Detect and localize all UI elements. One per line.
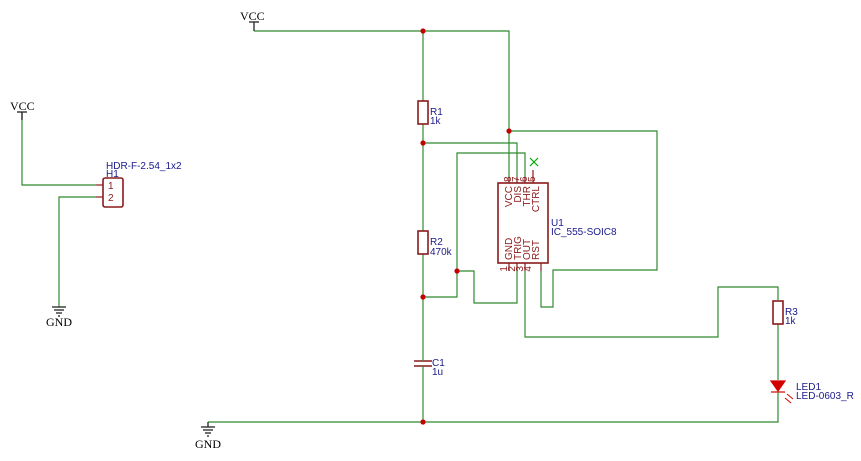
wire-header-gnd	[58, 196, 96, 307]
wire-vcc-top	[254, 30, 510, 177]
u1-pin3-name: OUT	[522, 239, 533, 260]
wire-dis	[423, 142, 518, 177]
junction-dot	[420, 294, 426, 300]
junction-dot	[420, 140, 426, 146]
junction-dot	[420, 28, 426, 34]
no-connect-marker	[529, 157, 539, 167]
u1-pin4-name: RST	[531, 240, 542, 260]
wire-trig	[457, 270, 518, 304]
c1-ref: C1	[432, 358, 445, 369]
wire-out	[524, 271, 779, 338]
u1-pin7-num: 7	[511, 176, 522, 182]
gnd-symbol-header: GND	[46, 306, 72, 329]
led-led1: LED1 LED-0603_R	[769, 380, 854, 404]
vcc-header-label: VCC	[10, 99, 35, 113]
u1-pin2-num: 2	[507, 266, 518, 272]
wire-gnd-bus	[208, 401, 779, 423]
u1-value: IC_555-SOIC8	[551, 227, 617, 238]
u1-pin8-name: VCC	[504, 186, 515, 207]
vcc-symbol-main: VCC	[240, 9, 265, 31]
wire-thr-trig-node	[423, 152, 526, 298]
header-pin2: 2	[108, 193, 114, 204]
junction-dot	[506, 128, 512, 134]
r2-value: 470k	[430, 247, 453, 258]
led1-ref: LED1	[796, 382, 821, 393]
resistor-r3: R3 1k	[772, 300, 798, 327]
u1-pin5-num: 5	[527, 176, 538, 182]
header-body	[102, 177, 124, 208]
resistor-r2: R2 470k	[417, 230, 453, 258]
led-triangle	[769, 380, 787, 393]
junctions	[420, 28, 512, 425]
header-ref: H1	[106, 169, 119, 180]
wires	[21, 30, 779, 423]
c1-value: 1u	[432, 367, 443, 378]
r3-body	[772, 300, 784, 325]
vcc-symbol-header: VCC	[10, 99, 35, 120]
resistor-r1: R1 1k	[417, 100, 443, 127]
vcc-main-label: VCC	[240, 9, 265, 23]
u1-pin1-name: GND	[504, 238, 515, 260]
r3-ref: R3	[785, 307, 798, 318]
u1-ref: U1	[551, 218, 564, 229]
header-h1: HDR-F-2.54_1x2 H1 1 2	[96, 161, 182, 208]
gnd-header-label: GND	[46, 315, 72, 329]
capacitor-c1: C1 1u	[414, 355, 445, 378]
r2-ref: R2	[430, 237, 443, 248]
u1-body	[497, 182, 549, 264]
wire-header-vcc	[21, 112, 96, 186]
gnd-symbol-main: GND	[195, 422, 221, 451]
r3-value: 1k	[785, 316, 797, 327]
u1-pin7-name: DIS	[513, 186, 524, 203]
header-pin1: 1	[108, 181, 114, 192]
ic-u1-555: 8 7 6 5 VCC DIS THR CTRL GND TRIG OUT RS…	[497, 170, 617, 272]
gnd-main-label: GND	[195, 437, 221, 451]
r2-body	[417, 230, 429, 255]
wire-rst-vcc	[509, 130, 658, 308]
r1-body	[417, 100, 429, 125]
u1-pin4-num: 4	[523, 266, 534, 272]
u1-pin3-num: 3	[515, 266, 526, 272]
u1-pin8-num: 8	[503, 176, 514, 182]
u1-pin5-name: CTRL	[531, 186, 542, 213]
header-value: HDR-F-2.54_1x2	[106, 161, 182, 172]
led1-value: LED-0603_R	[796, 391, 854, 402]
junction-dot	[420, 419, 426, 425]
u1-pin1-num: 1	[499, 266, 510, 272]
r1-ref: R1	[430, 107, 443, 118]
u1-pin6-num: 6	[519, 176, 530, 182]
junction-dot	[454, 268, 460, 274]
u1-pin6-name: THR	[522, 186, 533, 207]
u1-pin2-name: TRIG	[513, 236, 524, 260]
r1-value: 1k	[430, 116, 442, 127]
